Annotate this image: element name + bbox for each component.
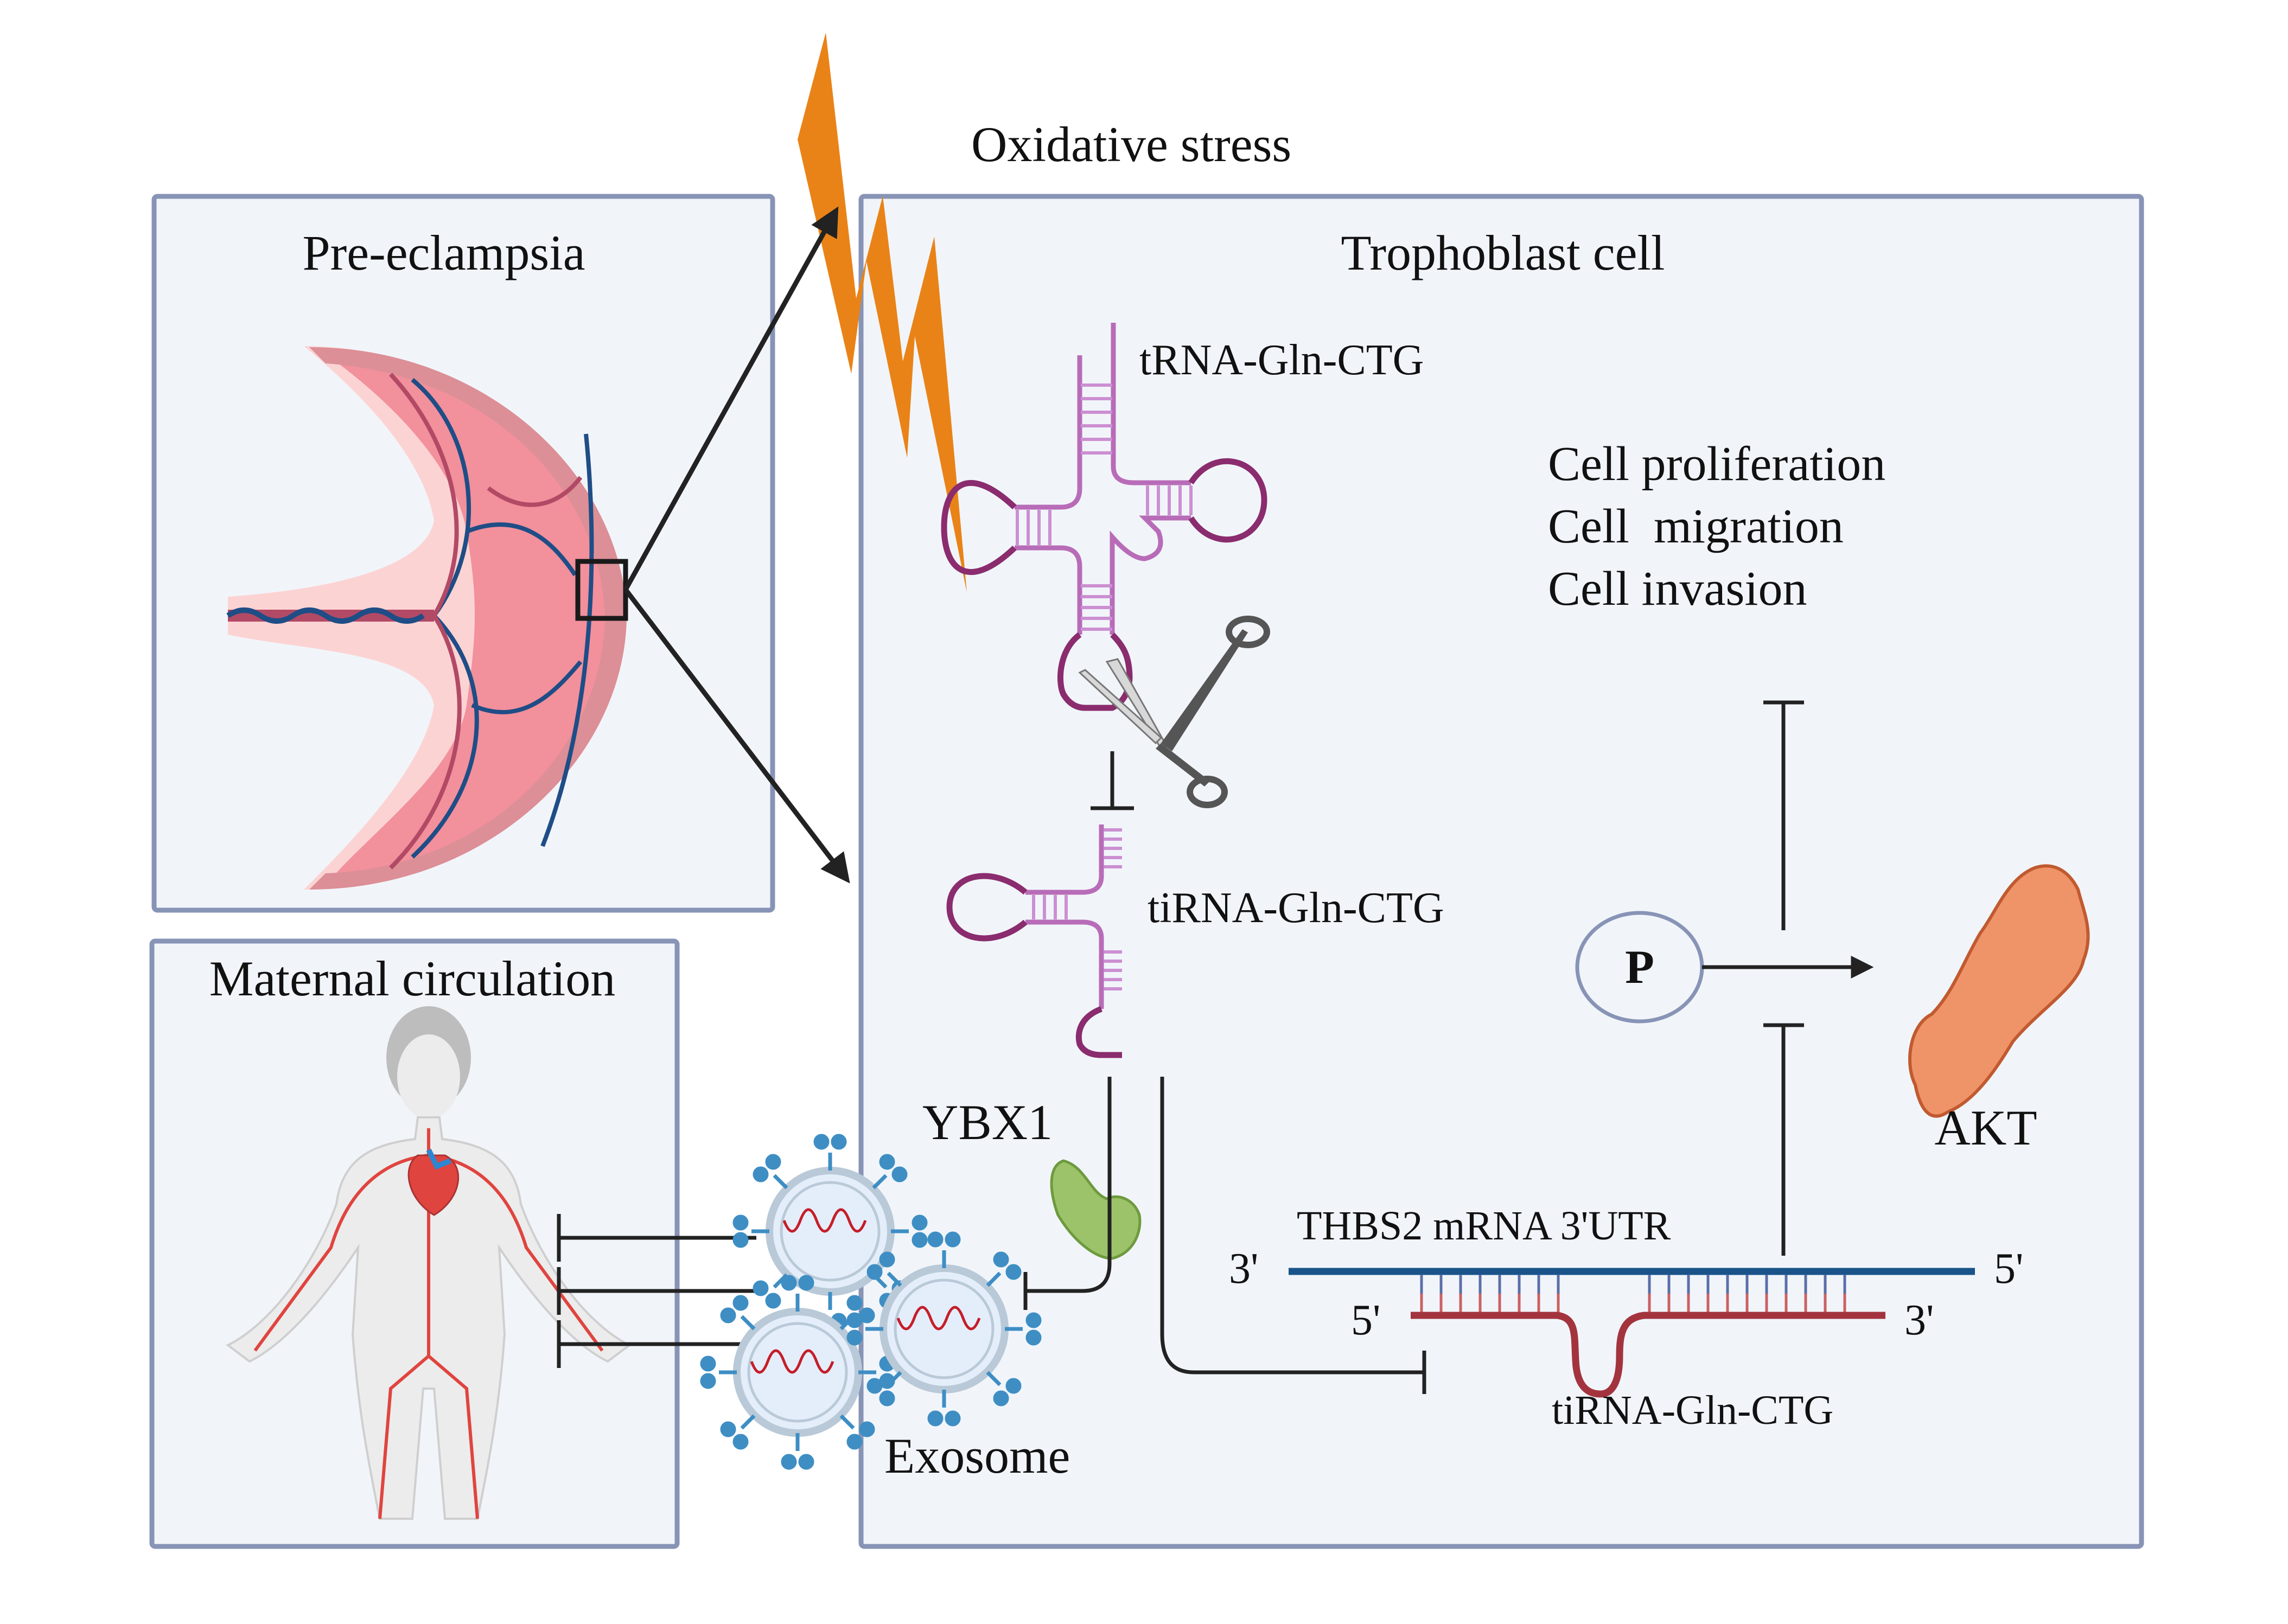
oxidative-stress-label: Oxidative stress [971, 117, 1291, 172]
tirna-to-thbs2-line [1160, 1077, 1426, 1394]
exosome-inhibition-lines [557, 1214, 756, 1368]
arrow-to-oxidative-stress [623, 206, 839, 591]
trophoblast-title: Trophoblast cell [1341, 225, 1665, 280]
prime3-top: 3' [1229, 1245, 1258, 1293]
lightning-bolt-icon [798, 33, 967, 592]
inhibition-line [1091, 751, 1134, 810]
scissors-icon [1078, 616, 1270, 808]
prime3-bottom: 3' [1904, 1296, 1934, 1344]
prime5-bottom: 5' [1351, 1296, 1380, 1344]
phosphate-label: P [1625, 941, 1654, 994]
phenotype-migration: Cell migration [1548, 500, 1844, 553]
prime5-top: 5' [1994, 1245, 2023, 1293]
ybx1-protein-icon [1050, 1159, 1142, 1260]
tirna-label: tiRNA-Gln-CTG [1148, 884, 1444, 932]
ybx1-label: YBX1 [922, 1095, 1053, 1150]
akt-label: AKT [1934, 1100, 2037, 1155]
exosome-label: Exosome [884, 1428, 1070, 1484]
phenotype-invasion: Cell invasion [1548, 562, 1807, 616]
preeclampsia-title: Pre-eclampsia [302, 225, 585, 280]
tirna-strand [1411, 1312, 1885, 1398]
phenotype-proliferation: Cell proliferation [1548, 437, 1885, 491]
placenta-icon [226, 346, 628, 890]
base-pairs [1420, 1275, 1846, 1313]
thbs2-akt-inhibition-line [1763, 1023, 1804, 1256]
trna-label: tRNA-Gln-CTG [1139, 336, 1424, 384]
trophoblast-panel [858, 194, 2144, 1549]
human-body-icon [226, 1006, 632, 1520]
tirna-icon [946, 824, 1122, 1058]
thbs2-label: THBS2 mRNA 3'UTR [1297, 1203, 1671, 1249]
arrow-to-trophoblast [623, 588, 850, 884]
maternal-circulation-title: Maternal circulation [209, 951, 615, 1006]
akt-protein-icon [1908, 864, 2090, 1118]
trna-icon [941, 323, 1267, 711]
akt-phenotype-inhibition-line [1763, 700, 1804, 930]
ybx1-inhibition-line [1023, 1077, 1112, 1310]
tirna-bound-label: tiRNA-Gln-CTG [1552, 1388, 1833, 1433]
